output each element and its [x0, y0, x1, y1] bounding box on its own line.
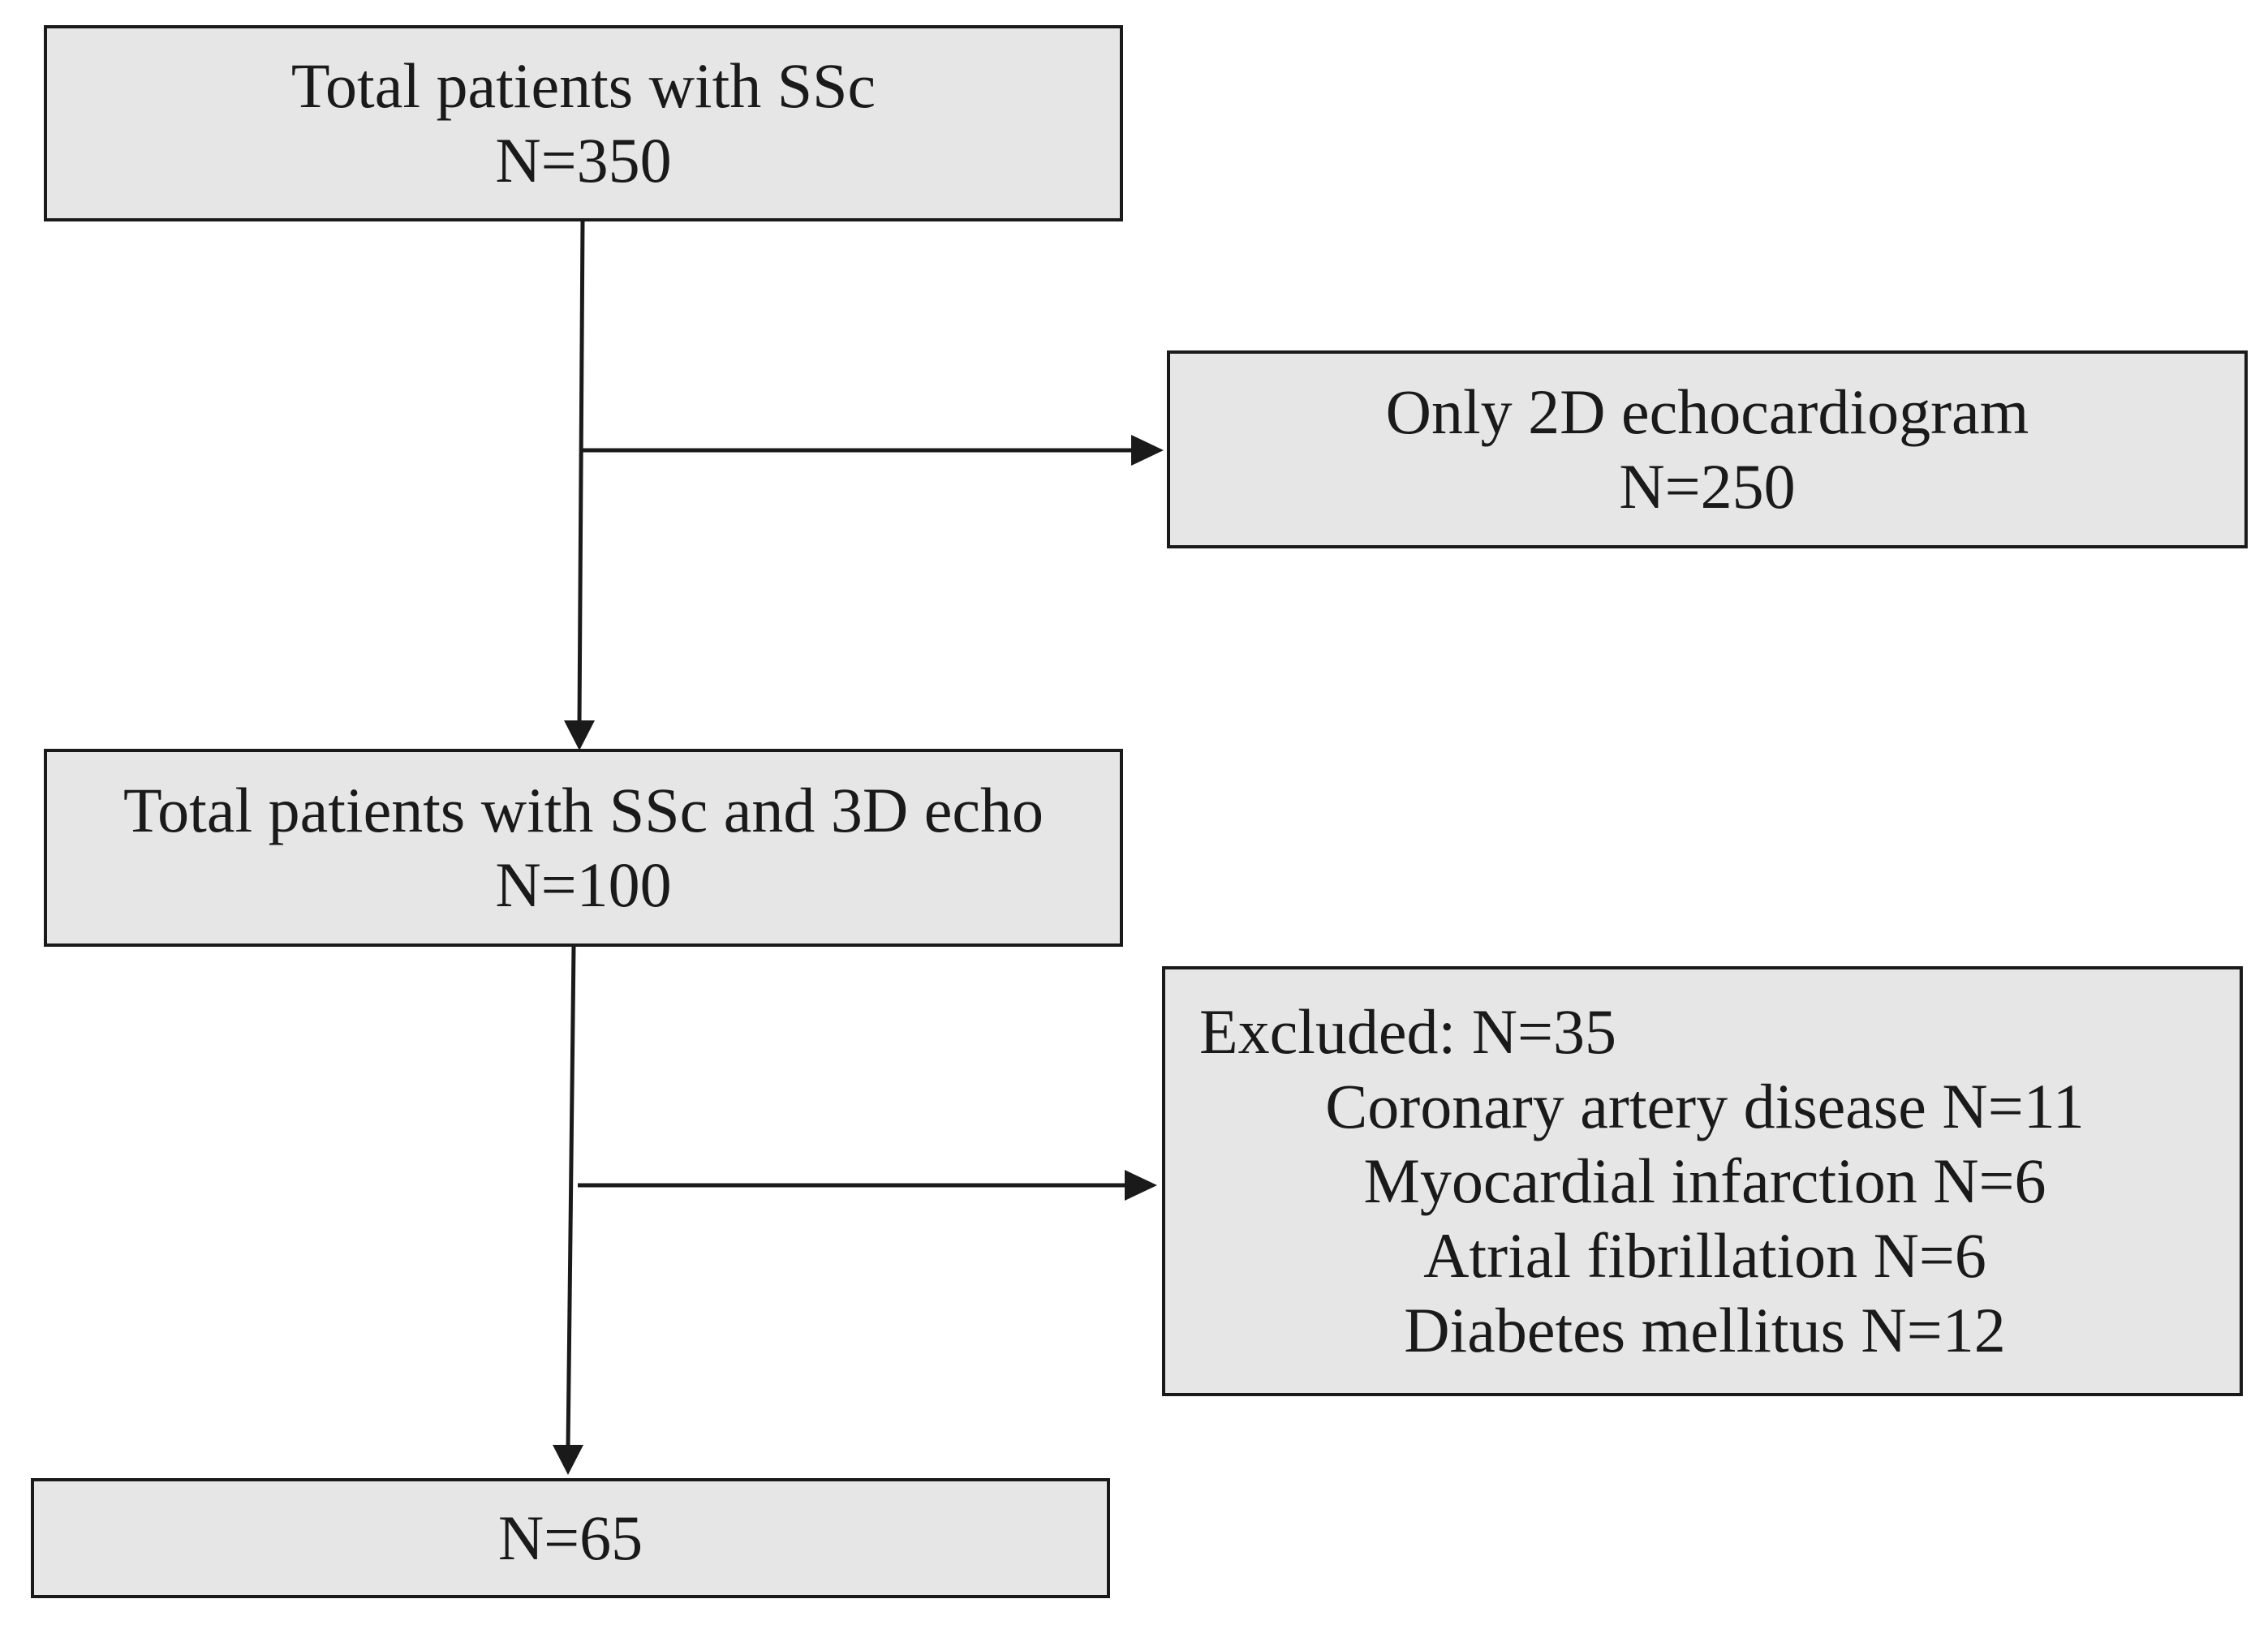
connector-total-to-3d [577, 220, 585, 724]
box-3d-title: Total patients with SSc and 3D echo [123, 775, 1044, 845]
arrowhead-right-1 [1131, 435, 1164, 466]
excluded-header: Excluded: N=35 [1199, 996, 1617, 1067]
excluded-reason-mi: Myocardial infarction N=6 [1363, 1146, 2046, 1216]
excluded-reason-diabetes: Diabetes mellitus N=12 [1404, 1295, 2006, 1365]
arrowhead-down-2 [553, 1445, 583, 1475]
box-only2d-count: N=250 [1619, 451, 1796, 522]
box-only-2d-echo: Only 2D echocardiogram N=250 [1167, 350, 2248, 548]
box-patients-with-3d: Total patients with SSc and 3D echo N=10… [44, 749, 1123, 947]
box-3d-count: N=100 [495, 849, 672, 920]
excluded-reason-af: Atrial fibrillation N=6 [1423, 1220, 1986, 1291]
box-excluded: Excluded: N=35 Coronary artery disease N… [1162, 966, 2243, 1396]
connector-3d-to-final [566, 945, 576, 1449]
arrowhead-right-2 [1125, 1170, 1157, 1201]
arrowhead-down-1 [564, 720, 595, 750]
box-final-count: N=65 [31, 1478, 1110, 1598]
excluded-reason-coronary: Coronary artery disease N=11 [1325, 1071, 2085, 1141]
box-only2d-title: Only 2D echocardiogram [1385, 376, 2029, 447]
box-final-count-text: N=65 [497, 1502, 643, 1573]
box-total-patients: Total patients with SSc N=350 [44, 25, 1123, 221]
box-total-title: Total patients with SSc [290, 50, 876, 121]
box-total-count: N=350 [495, 125, 672, 196]
